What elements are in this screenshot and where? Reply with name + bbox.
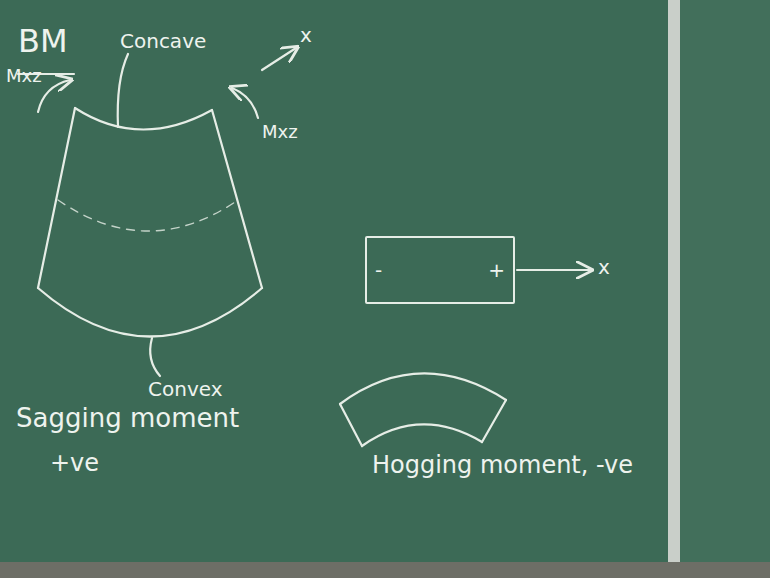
beam-top-edge bbox=[340, 373, 506, 404]
side-panel bbox=[680, 0, 770, 578]
axis-arrow bbox=[517, 269, 590, 271]
leader-line bbox=[118, 54, 128, 127]
chalk-ledge bbox=[0, 562, 770, 578]
chalk-label: +ve bbox=[50, 450, 99, 476]
beam-bottom-edge bbox=[38, 288, 262, 337]
beam-top-edge bbox=[75, 108, 212, 130]
chalk-label: x bbox=[300, 24, 312, 46]
board-frame bbox=[668, 0, 680, 578]
axis-arrow bbox=[262, 48, 296, 70]
moment-arrow bbox=[38, 80, 70, 112]
moment-arrow bbox=[232, 88, 258, 118]
chalk-label: BM bbox=[18, 24, 68, 59]
beam-end bbox=[38, 108, 75, 288]
sign-mark: - bbox=[375, 259, 382, 281]
beam-end bbox=[482, 400, 506, 442]
chalk-label: Sagging moment bbox=[16, 404, 239, 433]
neutral-axis bbox=[58, 200, 238, 231]
leader-line bbox=[150, 338, 160, 376]
chalk-label: Hogging moment, -ve bbox=[372, 452, 633, 478]
chalk-label: Convex bbox=[148, 378, 223, 400]
beam-section-box: -+ bbox=[365, 236, 515, 304]
chalk-label: Concave bbox=[120, 30, 206, 52]
chalk-label: Mxz bbox=[6, 66, 42, 86]
beam-bottom-edge bbox=[362, 424, 482, 446]
chalk-label: x bbox=[598, 256, 610, 278]
beam-end bbox=[212, 110, 262, 288]
beam-end bbox=[340, 404, 362, 446]
sign-mark: + bbox=[488, 259, 505, 281]
chalk-label: Mxz bbox=[262, 122, 298, 142]
